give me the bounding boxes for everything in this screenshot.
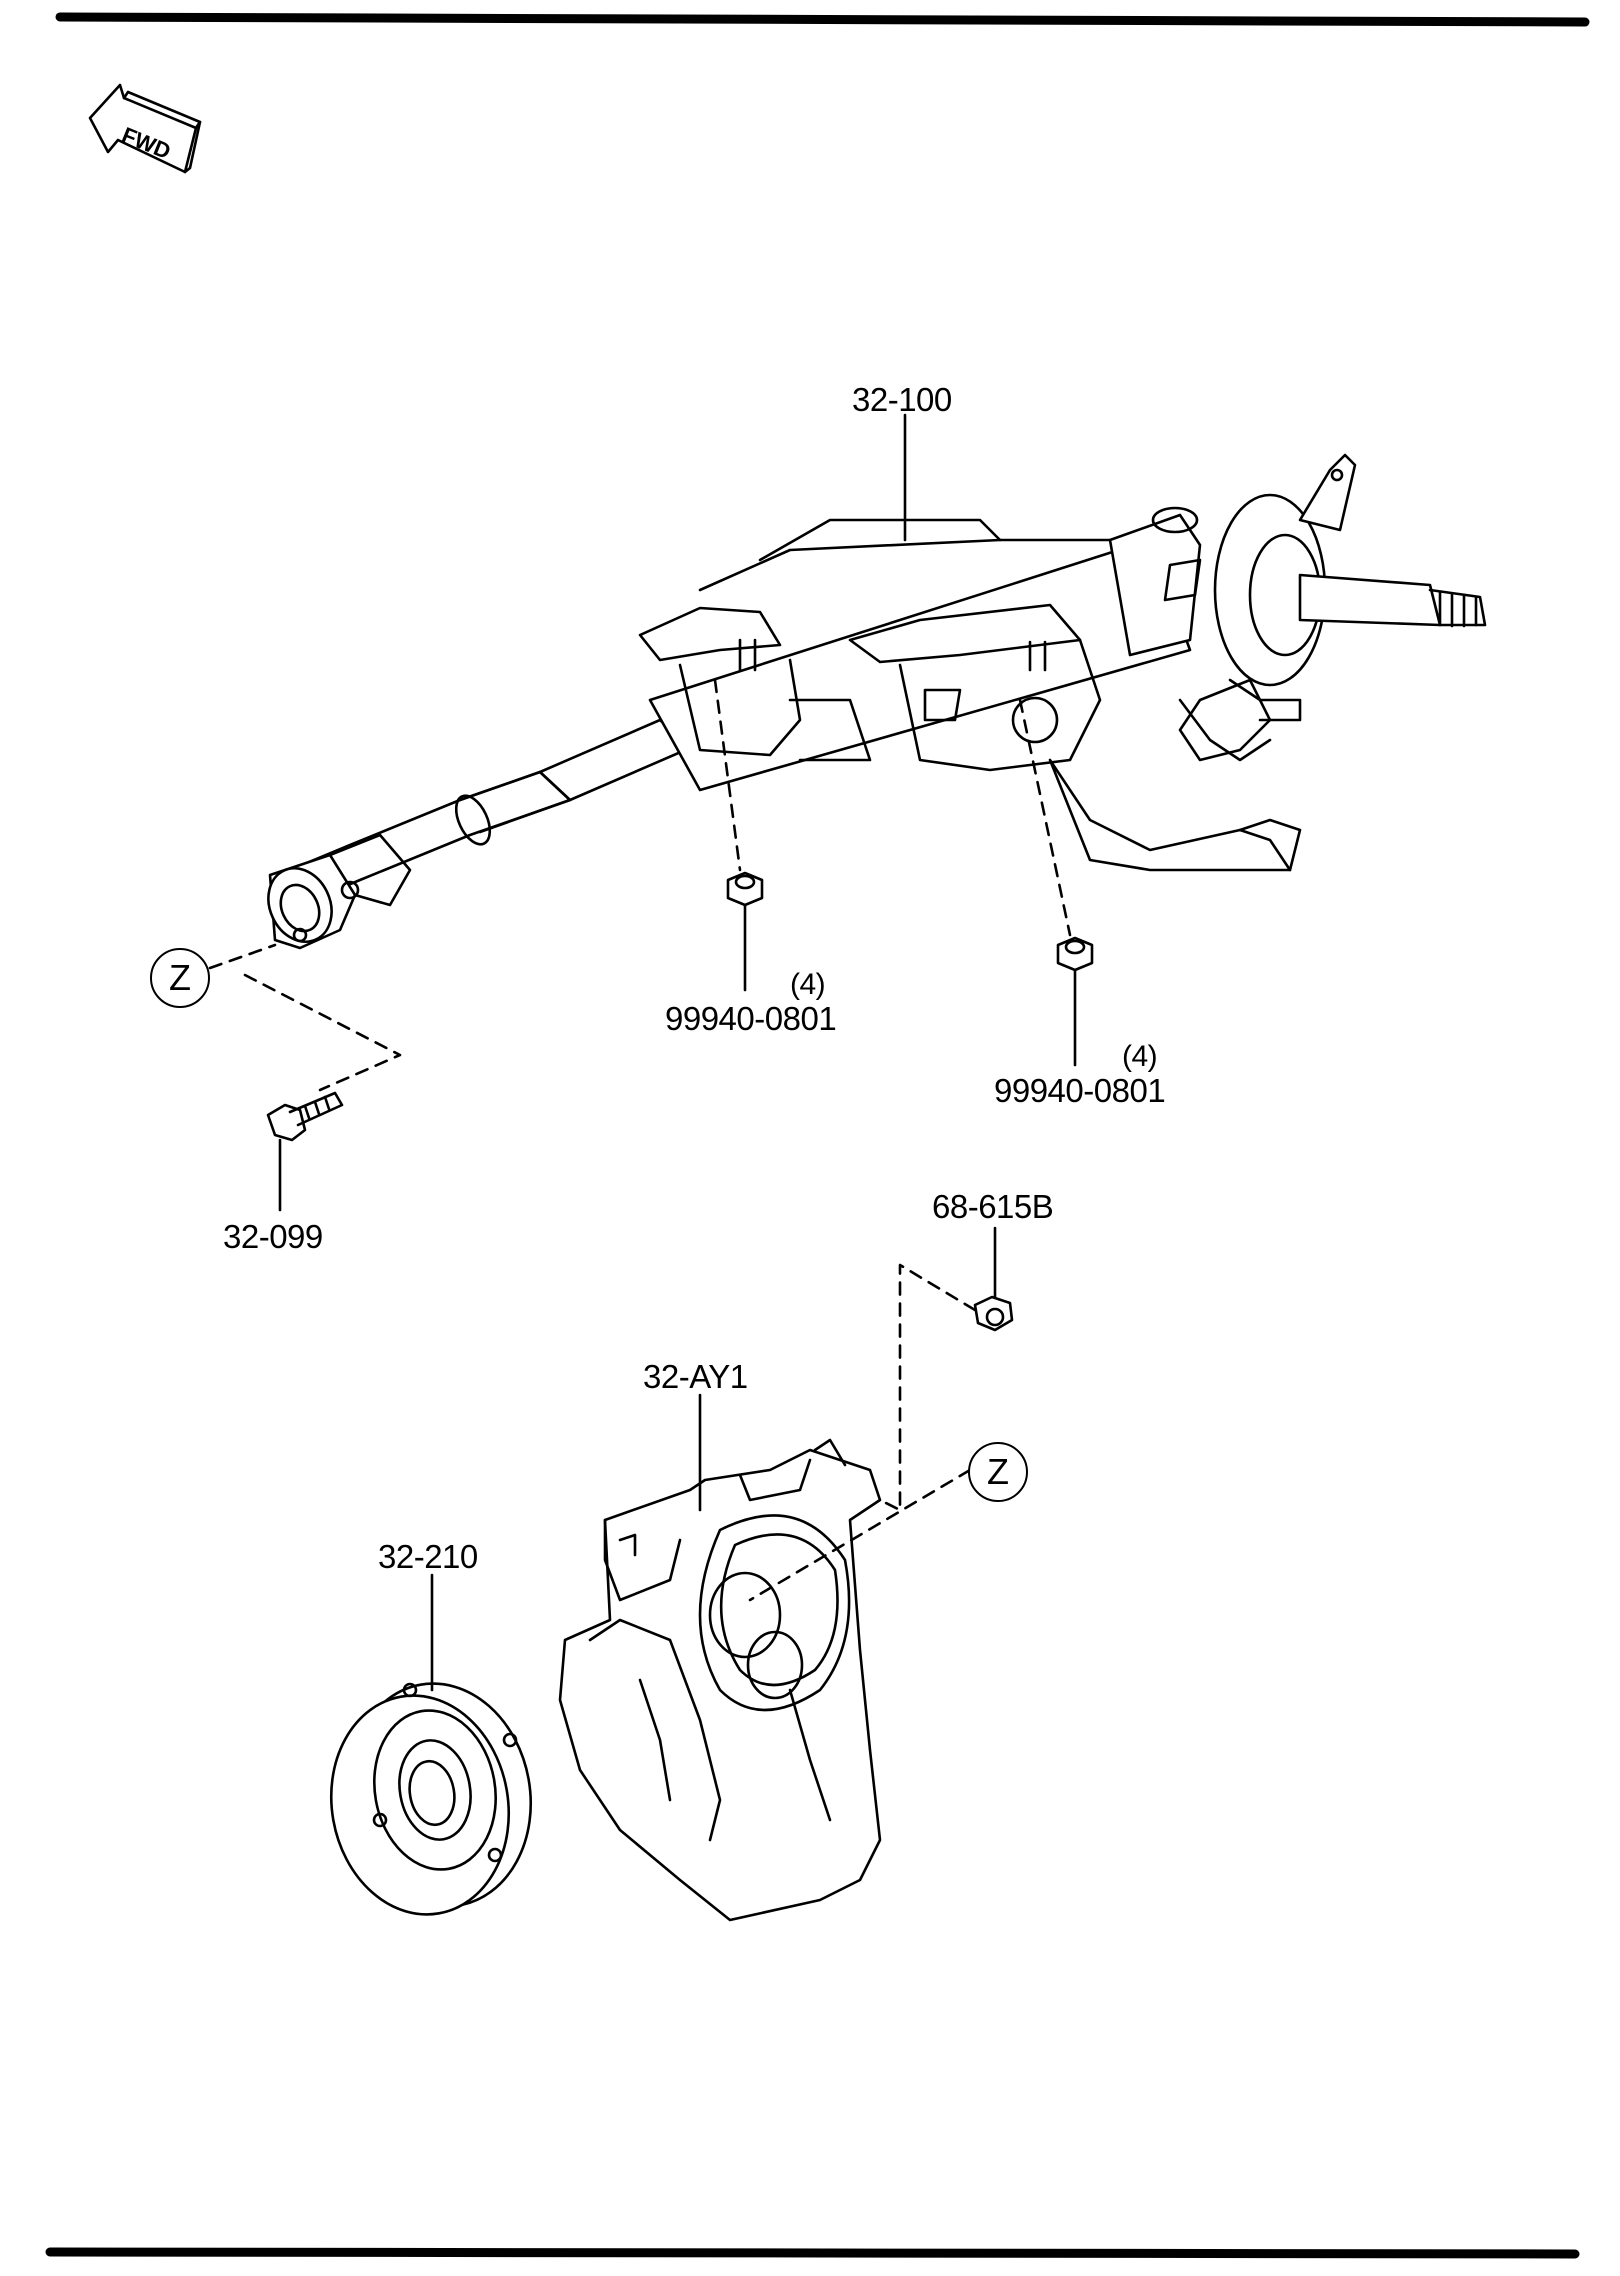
label-99940-0801-right: 99940-0801 bbox=[994, 1072, 1166, 1109]
right-nut-icon bbox=[1056, 936, 1094, 972]
reference-mark-z-upper: Z bbox=[150, 948, 210, 1008]
top-rule bbox=[55, 12, 1590, 27]
left-nut-icon bbox=[726, 871, 764, 907]
label-qty-left: (4) bbox=[790, 968, 826, 1001]
boot-nut-icon bbox=[973, 1295, 1014, 1332]
label-68-615b: 68-615B bbox=[932, 1188, 1054, 1225]
boot-seal-icon bbox=[329, 1682, 533, 1916]
leader-lines bbox=[278, 413, 1077, 1692]
dust-boot-icon bbox=[558, 1438, 882, 1922]
label-qty-right: (4) bbox=[1122, 1040, 1158, 1073]
reference-mark-z-lower: Z bbox=[968, 1442, 1028, 1502]
label-32-100: 32-100 bbox=[852, 381, 952, 418]
assembly-lines bbox=[208, 678, 1072, 1602]
label-99940-0801-left: 99940-0801 bbox=[665, 1000, 837, 1037]
steering-column-assembly bbox=[267, 453, 1487, 950]
bottom-rule bbox=[45, 2247, 1580, 2259]
forward-arrow-icon: FWD bbox=[88, 83, 202, 174]
joint-bolt-icon bbox=[266, 1091, 344, 1142]
label-32-ay1: 32-AY1 bbox=[643, 1358, 748, 1395]
label-32-210: 32-210 bbox=[378, 1538, 478, 1575]
label-32-099: 32-099 bbox=[223, 1218, 323, 1255]
